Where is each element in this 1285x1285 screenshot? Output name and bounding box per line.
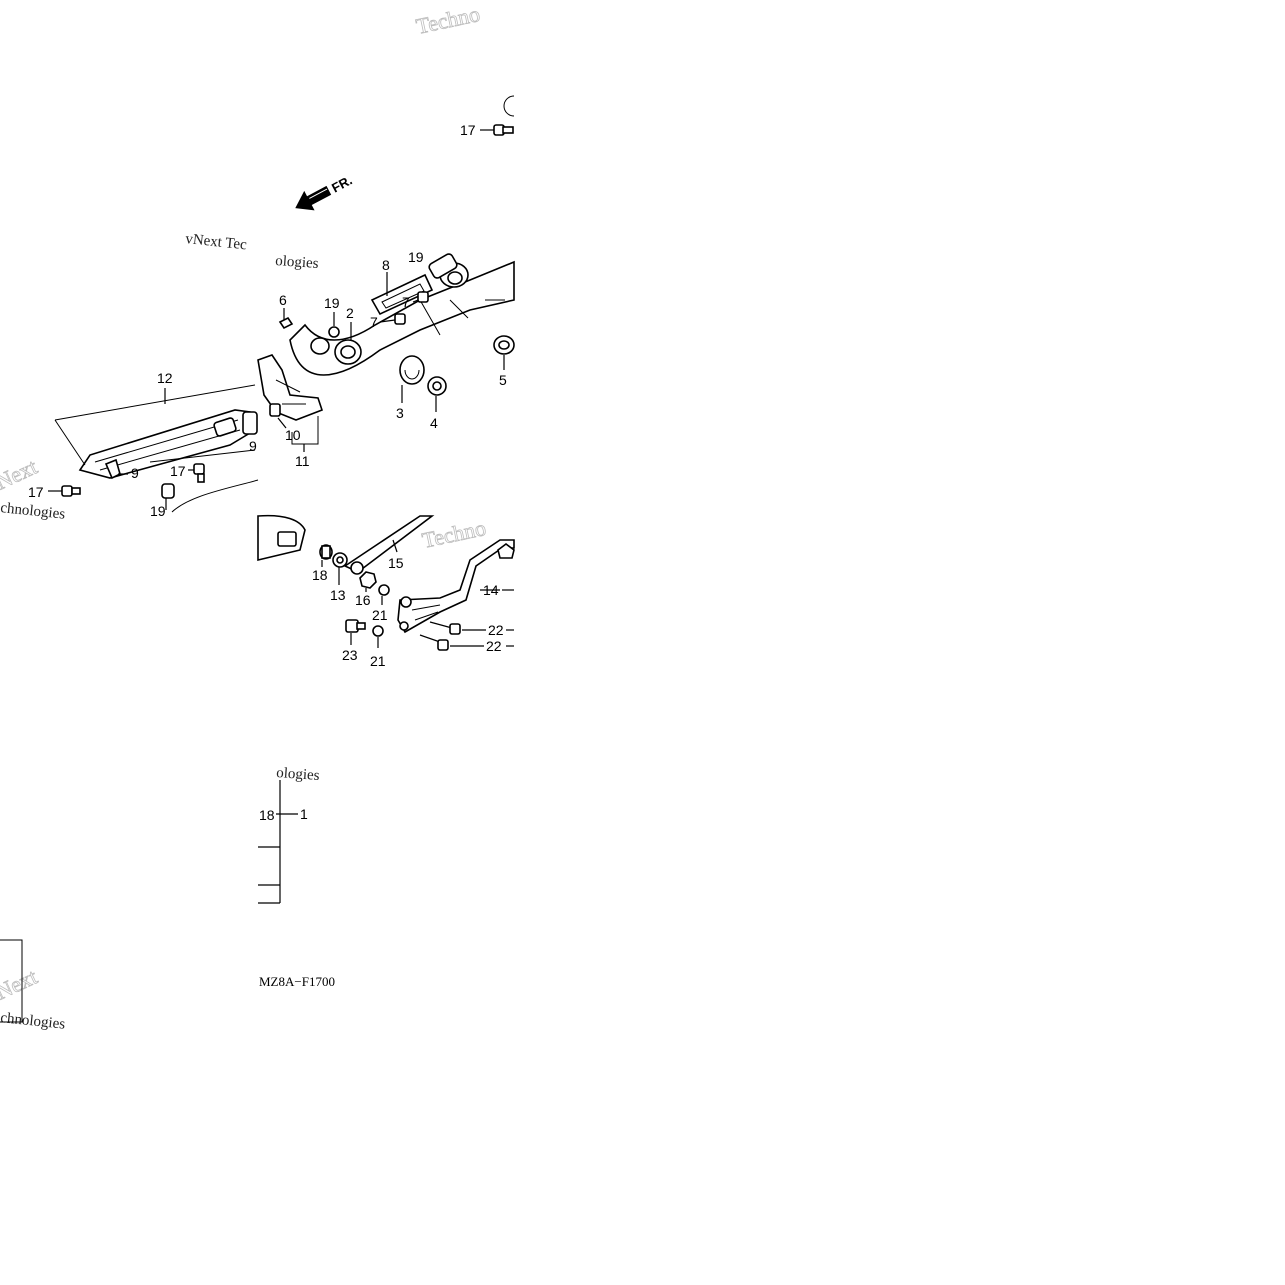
bracket-11 (257, 354, 324, 421)
clip-6 (278, 316, 294, 330)
callout-4: 4 (430, 415, 438, 431)
washer-21 (378, 584, 390, 596)
callout-19: 19 (150, 503, 166, 519)
nut-7 (394, 313, 406, 325)
callout-8: 8 (382, 257, 390, 273)
collar-13 (332, 552, 348, 568)
nut-19 (328, 326, 340, 338)
bolt-22 (429, 621, 461, 635)
heat-shield-12 (78, 409, 258, 479)
watermark-group: Techno vNext Tec ologies Techno Next chn… (0, 1, 488, 1033)
nut-14-top (497, 543, 515, 559)
callout-10: 10 (285, 427, 301, 443)
callout-6: 6 (279, 292, 287, 308)
collar-3 (399, 355, 425, 385)
bolt-23 (345, 619, 366, 633)
callout-16: 16 (355, 592, 371, 608)
callout-18: 18 (312, 567, 328, 583)
callout-15: 15 (388, 555, 404, 571)
front-direction-arrow: FR. (295, 172, 355, 211)
bolt-17-top (480, 95, 515, 136)
callout-3: 3 (396, 405, 404, 421)
watermark-text: ologies (276, 765, 321, 784)
callout-21: 21 (372, 607, 388, 623)
gasket-5 (493, 335, 515, 355)
callout-22: 22 (486, 638, 502, 654)
nut-7 (417, 291, 429, 303)
bolt-22 (419, 634, 449, 651)
assembly-bracket-1 (258, 780, 298, 904)
watermark-text: chnologies (0, 500, 66, 523)
front-direction-label: FR. (329, 172, 355, 195)
washer-21 (372, 625, 384, 637)
callout-12: 12 (157, 370, 173, 386)
gasket-4 (427, 376, 447, 396)
callout-17: 17 (170, 463, 186, 479)
watermark-text: Techno (420, 515, 488, 553)
watermark-text: ologies (275, 253, 320, 272)
partial-bracket (0, 939, 23, 1023)
nut-19 (161, 483, 175, 499)
callout-14: 14 (483, 582, 499, 598)
callout-21: 21 (370, 653, 386, 669)
watermark-text: vNext Tec (185, 231, 248, 253)
callout-7: 7 (402, 294, 410, 310)
muffler-end (257, 514, 306, 562)
callout-9: 9 (131, 465, 139, 481)
bolt-17 (61, 485, 81, 497)
callout-17: 17 (28, 484, 44, 500)
bolt-17 (193, 463, 205, 483)
flange-2 (310, 337, 362, 365)
watermark-text: Techno (414, 1, 482, 39)
callout-2: 2 (346, 305, 354, 321)
callout-18: 18 (259, 807, 275, 823)
callout-11-bracket (291, 416, 319, 445)
callout-13: 13 (330, 587, 346, 603)
diagram-code: MZ8A−F1700 (259, 974, 335, 989)
callout-19: 19 (324, 295, 340, 311)
callout-9: 9 (249, 438, 257, 454)
callout-23: 23 (342, 647, 358, 663)
callout-12-bracket (54, 384, 256, 466)
callout-17: 17 (460, 122, 476, 138)
nut-16 (359, 571, 377, 589)
callout-19: 19 (408, 249, 424, 265)
bolt-18 (319, 544, 333, 560)
callout-1: 1 (300, 806, 308, 822)
watermark-text: chnologies (0, 1010, 66, 1033)
callout-5: 5 (499, 372, 507, 388)
callout-22: 22 (488, 622, 504, 638)
muffler-edge (171, 479, 259, 513)
callout-7: 7 (370, 314, 378, 330)
gasket-8 (370, 273, 434, 316)
watermark-text: Next (0, 964, 41, 1005)
step-bar-15 (343, 515, 435, 575)
callout-11: 11 (295, 453, 310, 469)
